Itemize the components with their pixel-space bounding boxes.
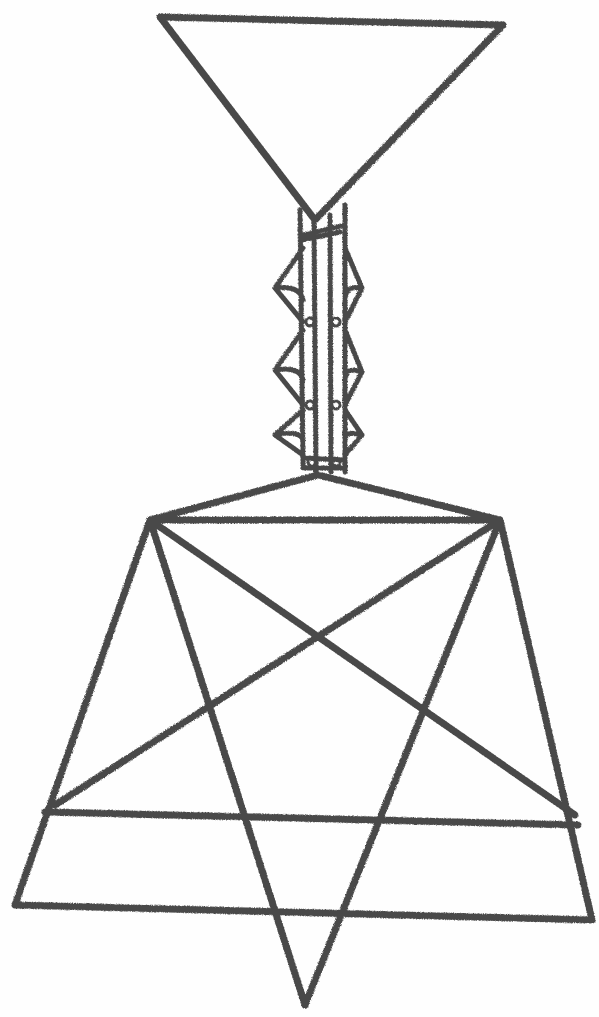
- base-left-side: [15, 520, 150, 905]
- connector-left: [150, 475, 318, 520]
- top-inverted-triangle: [160, 17, 503, 220]
- stem-diamond-1: [275, 248, 362, 322]
- pentagram-star: [55, 520, 575, 1005]
- top-triangle-top-edge: [160, 17, 503, 25]
- star-stroke-right-down: [305, 520, 500, 1005]
- base-middle-band: [45, 812, 578, 825]
- base-trapezoid: [15, 520, 592, 920]
- star-stroke-left-down: [150, 520, 305, 1005]
- base-bottom-edge: [15, 905, 592, 920]
- stem-to-base-connector: [150, 475, 500, 520]
- stem-joints: [306, 318, 340, 466]
- top-triangle-right-edge: [315, 25, 503, 220]
- stem-cross-top: [302, 225, 345, 240]
- stem-diamond-3: [275, 410, 362, 455]
- base-right-side: [500, 520, 592, 920]
- stem-line-inner-left: [314, 222, 316, 472]
- stem-line-inner-right: [330, 215, 331, 472]
- top-triangle-left-edge: [160, 17, 315, 220]
- central-stem: [275, 205, 362, 472]
- stem-diamond-2: [275, 330, 362, 405]
- star-stroke-diag-left: [55, 520, 500, 805]
- connector-right: [318, 475, 500, 520]
